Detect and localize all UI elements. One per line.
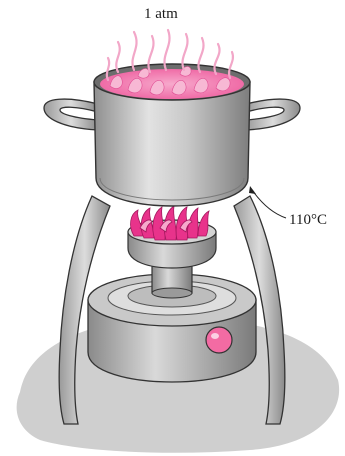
burner-flames bbox=[131, 206, 209, 240]
pressure-label: 1 atm bbox=[144, 6, 178, 23]
temperature-leader-arrowhead bbox=[249, 186, 256, 194]
stove-knob bbox=[206, 327, 232, 353]
temperature-label: 110°C bbox=[289, 212, 327, 229]
